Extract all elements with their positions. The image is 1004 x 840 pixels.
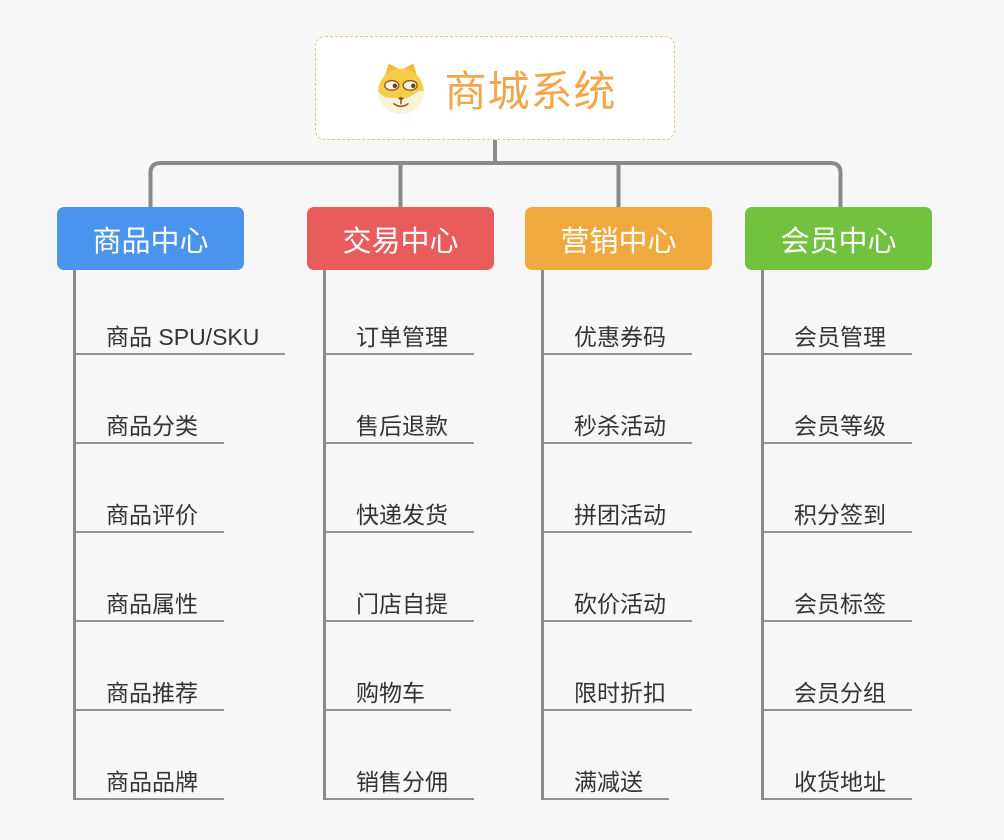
branch-column-2: 订单管理售后退款快递发货门店自提购物车销售分佣: [323, 270, 546, 800]
leaf-node[interactable]: 商品分类: [76, 410, 224, 444]
leaf-node[interactable]: 积分签到: [764, 499, 912, 533]
leaf-node[interactable]: 满减送: [544, 766, 669, 800]
leaf-node[interactable]: 商品品牌: [76, 766, 224, 800]
branch-column-3: 优惠券码秒杀活动拼团活动砍价活动限时折扣满减送: [541, 270, 764, 800]
leaf-node[interactable]: 快递发货: [326, 499, 474, 533]
branch-header-4[interactable]: 会员中心: [745, 207, 932, 270]
leaf-node[interactable]: 销售分佣: [326, 766, 474, 800]
leaf-node[interactable]: 订单管理: [326, 321, 474, 355]
branch-header-3[interactable]: 营销中心: [525, 207, 712, 270]
root-title: 商城系统: [444, 67, 617, 115]
leaf-node[interactable]: 购物车: [326, 677, 451, 711]
branch-header-1[interactable]: 商品中心: [57, 207, 244, 270]
leaf-node[interactable]: 会员标签: [764, 588, 912, 622]
leaf-node[interactable]: 砍价活动: [544, 588, 692, 622]
doge-icon: [378, 63, 425, 115]
leaf-node[interactable]: 会员分组: [764, 677, 912, 711]
root-node[interactable]: 商城系统: [315, 36, 675, 140]
leaf-node[interactable]: 限时折扣: [544, 677, 692, 711]
leaf-node[interactable]: 商品推荐: [76, 677, 224, 711]
leaf-node[interactable]: 秒杀活动: [544, 410, 692, 444]
leaf-node[interactable]: 售后退款: [326, 410, 474, 444]
leaf-node[interactable]: 商品属性: [76, 588, 224, 622]
leaf-node[interactable]: 门店自提: [326, 588, 474, 622]
leaf-node[interactable]: 拼团活动: [544, 499, 692, 533]
leaf-node[interactable]: 商品评价: [76, 499, 224, 533]
leaf-node[interactable]: 优惠券码: [544, 321, 692, 355]
leaf-node[interactable]: 商品 SPU/SKU: [76, 321, 286, 355]
branch-column-4: 会员管理会员等级积分签到会员标签会员分组收货地址: [761, 270, 984, 800]
branch-header-2[interactable]: 交易中心: [307, 207, 494, 270]
branch-column-1: 商品 SPU/SKU 商品分类商品评价商品属性商品推荐商品品牌: [73, 270, 296, 800]
leaf-node[interactable]: 会员等级: [764, 410, 912, 444]
leaf-node[interactable]: 收货地址: [764, 766, 912, 800]
leaf-node[interactable]: 会员管理: [764, 321, 912, 355]
